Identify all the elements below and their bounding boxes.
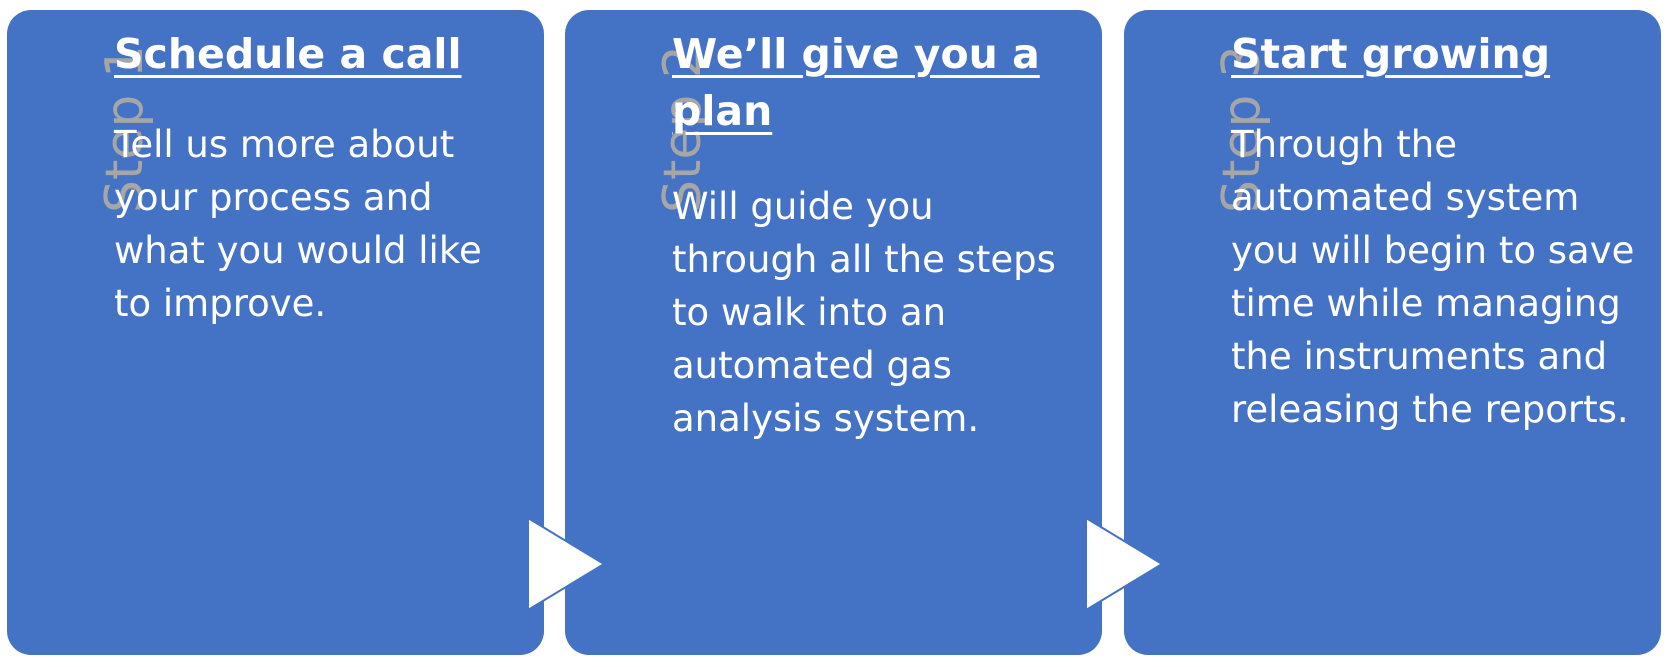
step-2-description: Will guide you through all the steps to … [672,185,1056,440]
step-1-description: Tell us more about your process and what… [114,123,482,325]
step-2-title: We’ll give you a plan [672,30,1040,135]
step-1-panel: Step 1 Schedule a call Tell us more abou… [7,10,544,655]
arrow-right-icon [527,516,606,612]
step-3-description: Through the automated system you will be… [1231,123,1635,431]
arrow-right-icon [1085,516,1164,612]
step-3-panel: Step 3 Start growing Through the automat… [1124,10,1661,655]
step-2-panel: Step 2 We’ll give you a plan Will guide … [565,10,1102,655]
step-1-title: Schedule a call [114,30,462,78]
step-3-title: Start growing [1231,30,1551,78]
